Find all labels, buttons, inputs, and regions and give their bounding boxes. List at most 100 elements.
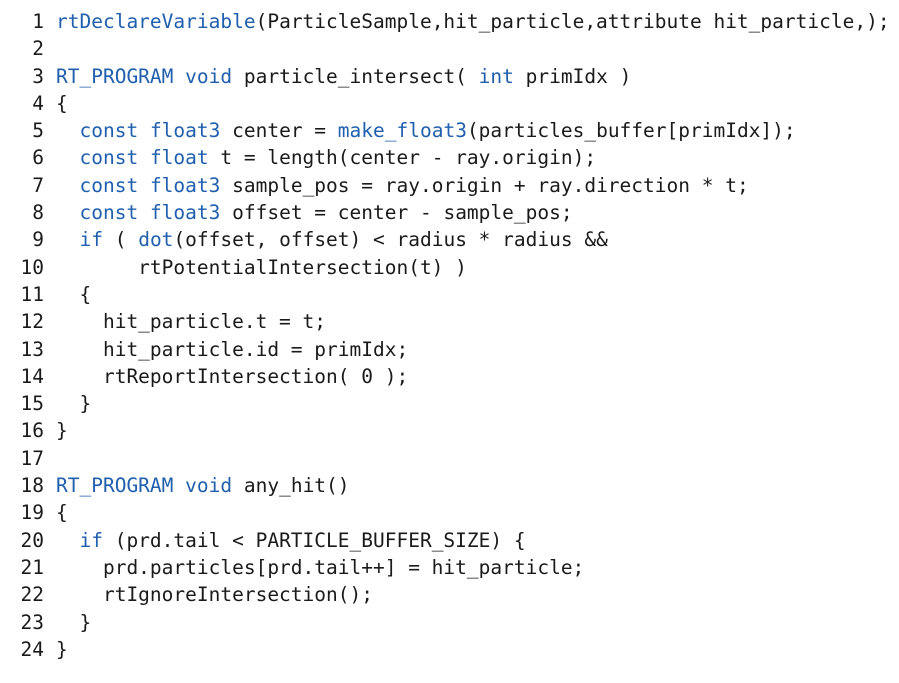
code-text: t = length(center - ray.origin); xyxy=(208,146,597,170)
code-line: 14 rtReportIntersection( 0 ); xyxy=(0,363,890,390)
code-line: 21 prd.particles[prd.tail++] = hit_parti… xyxy=(0,554,890,581)
line-number: 13 xyxy=(20,337,44,361)
code-line: 7 const float3 sample_pos = ray.origin +… xyxy=(0,172,890,199)
code-keyword: RT_PROGRAM xyxy=(56,474,174,498)
code-text xyxy=(173,474,185,497)
line-number: 23 xyxy=(20,610,44,634)
code-text xyxy=(56,228,79,251)
code-line: 4{ xyxy=(0,90,890,117)
code-line: 1 rtDeclareVariable(ParticleSample,hit_pa… xyxy=(0,8,890,35)
code-line: 13 hit_particle.id = primIdx; xyxy=(0,336,890,363)
code-line: 19 { xyxy=(0,499,890,526)
code-line: 23 } xyxy=(0,609,890,636)
code-text: (prd.tail < PARTICLE_BUFFER_SIZE) { xyxy=(102,528,526,552)
code-keyword: if xyxy=(79,228,103,252)
code-text xyxy=(138,201,150,224)
code-keyword: float xyxy=(149,146,209,170)
code-text: center = xyxy=(220,119,338,143)
code-text: { xyxy=(56,282,92,306)
code-text xyxy=(56,174,79,197)
code-text xyxy=(56,529,79,552)
line-number: 9 xyxy=(32,228,44,252)
code-line: 12 hit_particle.t = t; xyxy=(0,308,890,335)
line-number: 3 xyxy=(32,64,44,88)
code-line: 8 const float3 offset = center - sample_… xyxy=(0,199,890,226)
code-text: primIdx ) xyxy=(513,64,632,88)
code-keyword: float3 xyxy=(149,173,221,197)
code-line: 9 if ( dot(offset, offset) < radius * ra… xyxy=(0,226,890,253)
code-listing: 1 rtDeclareVariable(ParticleSample,hit_pa… xyxy=(0,8,890,663)
line-number: 12 xyxy=(20,310,44,334)
line-number: 7 xyxy=(32,173,44,197)
code-line: 24} xyxy=(0,636,890,663)
code-text: particle_intersect( xyxy=(232,64,479,88)
code-text: hit_particle.id = primIdx; xyxy=(56,337,409,361)
code-text: } xyxy=(56,637,68,661)
line-number: 19 xyxy=(20,501,44,525)
code-keyword: float3 xyxy=(149,119,221,143)
code-text: (ParticleSample,hit_particle,attribute h… xyxy=(255,10,890,33)
code-line: 3 RT_PROGRAM void particle_intersect( int… xyxy=(0,63,890,90)
code-line: 6 const float t = length(center - ray.or… xyxy=(0,144,890,171)
code-line: 11 { xyxy=(0,281,890,308)
line-number: 22 xyxy=(20,583,44,607)
code-text: hit_particle.t = t; xyxy=(56,310,327,334)
code-text: (particles_buffer[primIdx]); xyxy=(466,119,796,143)
code-text xyxy=(173,65,185,88)
code-text: ( xyxy=(102,228,139,252)
code-line: 10 rtPotentialIntersection(t) ) xyxy=(0,254,890,281)
code-keyword: if xyxy=(79,528,103,552)
code-text: } xyxy=(56,419,68,443)
line-number: 1 xyxy=(32,10,44,33)
code-text xyxy=(56,119,79,142)
code-keyword: dot xyxy=(138,228,174,252)
line-number: 6 xyxy=(32,146,44,170)
code-text xyxy=(56,146,79,169)
code-line: 2 xyxy=(0,35,890,62)
code-line: 18 RT_PROGRAM void any_hit() xyxy=(0,472,890,499)
line-number: 16 xyxy=(20,419,44,443)
code-text: rtPotentialIntersection(t) ) xyxy=(56,255,467,279)
code-keyword: float3 xyxy=(149,201,221,225)
code-text: rtIgnoreIntersection(); xyxy=(56,583,373,607)
line-number: 17 xyxy=(20,446,44,470)
code-keyword: void xyxy=(185,64,233,88)
line-number: 8 xyxy=(32,201,44,225)
line-number: 20 xyxy=(20,528,44,552)
code-text: (offset, offset) < radius * radius && xyxy=(173,228,608,252)
code-line: 20 if (prd.tail < PARTICLE_BUFFER_SIZE) … xyxy=(0,527,890,554)
code-text: sample_pos = ray.origin + ray.direction … xyxy=(220,173,749,197)
code-text: { xyxy=(56,91,68,115)
code-keyword: int xyxy=(478,64,514,88)
code-text xyxy=(138,119,150,142)
code-keyword: void xyxy=(185,474,233,498)
code-text: } xyxy=(56,610,92,634)
line-number: 10 xyxy=(20,255,44,279)
code-text xyxy=(138,146,150,169)
line-number: 21 xyxy=(20,555,44,579)
line-number: 4 xyxy=(32,91,44,115)
code-keyword: rtDeclareVariable xyxy=(56,10,256,33)
line-number: 2 xyxy=(32,37,44,61)
code-keyword: const xyxy=(79,146,139,170)
code-text: } xyxy=(56,392,92,416)
code-keyword: const xyxy=(79,173,139,197)
code-keyword: RT_PROGRAM xyxy=(56,64,174,88)
code-line: 22 rtIgnoreIntersection(); xyxy=(0,581,890,608)
line-number: 11 xyxy=(20,282,44,306)
code-text: { xyxy=(56,501,68,525)
code-line: 5 const float3 center = make_float3(part… xyxy=(0,117,890,144)
line-number: 5 xyxy=(32,119,44,143)
line-number: 15 xyxy=(20,392,44,416)
code-keyword: make_float3 xyxy=(337,119,467,143)
code-line: 15 } xyxy=(0,390,890,417)
line-number: 18 xyxy=(20,474,44,498)
code-text: any_hit() xyxy=(232,474,350,498)
code-line: 16} xyxy=(0,417,890,444)
code-keyword: const xyxy=(79,201,139,225)
code-text xyxy=(138,174,150,197)
line-number: 14 xyxy=(20,364,44,388)
line-number: 24 xyxy=(20,637,44,661)
code-text: offset = center - sample_pos; xyxy=(220,201,573,225)
code-line: 17 xyxy=(0,445,890,472)
